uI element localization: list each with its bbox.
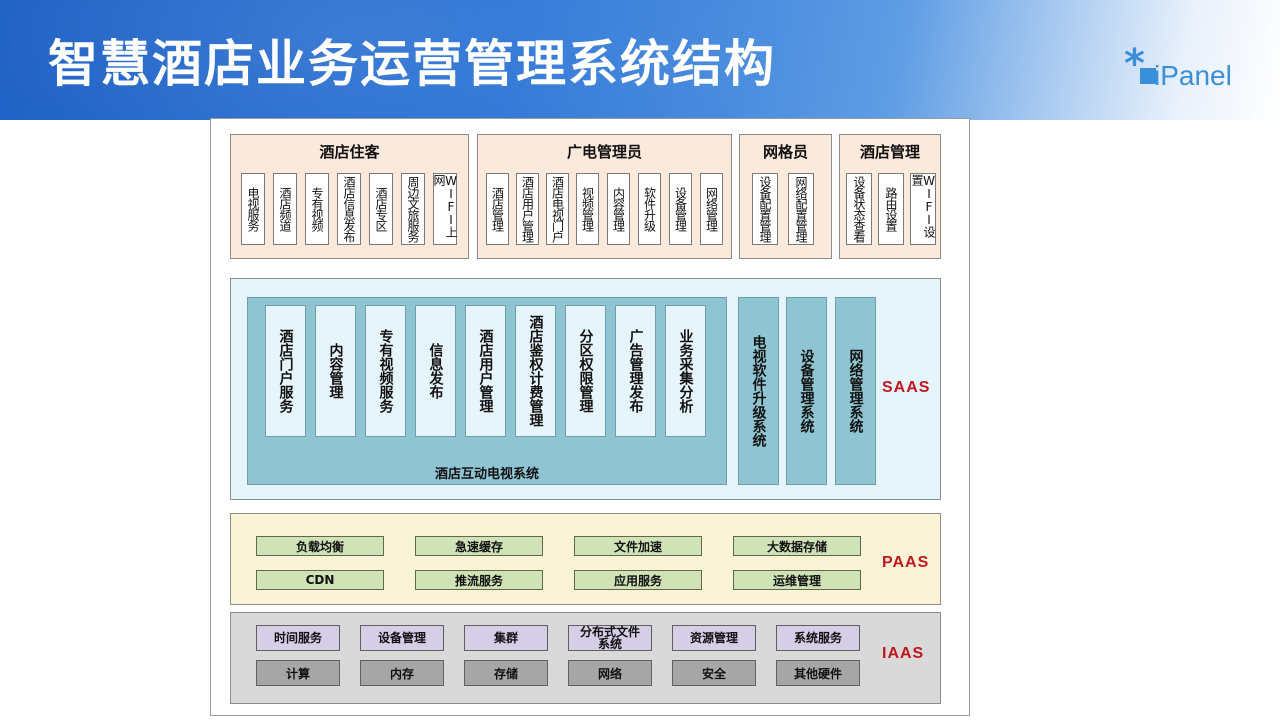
saas-label: SAAS bbox=[882, 379, 931, 396]
module-item: WIFI上网 bbox=[432, 173, 458, 245]
iaas-resource: 存储 bbox=[464, 660, 548, 686]
module-item: 软件升级 bbox=[638, 173, 661, 245]
module-item: 视频管理 bbox=[576, 173, 599, 245]
saas-side-system: 网络管理系统 bbox=[835, 297, 876, 485]
paas-service: 负载均衡 bbox=[256, 536, 384, 556]
module-item: 酒店专区 bbox=[369, 173, 393, 245]
module-item: 设备配置管理 bbox=[752, 173, 778, 245]
iaas-resource: 其他硬件 bbox=[776, 660, 860, 686]
saas-module: 信息发布 bbox=[415, 305, 456, 437]
module-item: WIFI设置 bbox=[910, 173, 936, 245]
paas-service: 大数据存储 bbox=[733, 536, 861, 556]
module-item: 路由设置 bbox=[878, 173, 904, 245]
page-title: 智慧酒店业务运营管理系统结构 bbox=[48, 35, 776, 93]
saas-module: 广告管理发布 bbox=[615, 305, 656, 437]
module-item: 网络管理 bbox=[700, 173, 723, 245]
module-item: 设备状态查看 bbox=[846, 173, 872, 245]
hotel-interactive-tv-system: 酒店门户服务 内容管理 专有视频服务 信息发布 酒店用户管理 酒店鉴权计费管理 … bbox=[247, 297, 727, 485]
saas-module: 酒店鉴权计费管理 bbox=[515, 305, 556, 437]
paas-service: 应用服务 bbox=[574, 570, 702, 590]
system-caption: 酒店互动电视系统 bbox=[434, 467, 539, 482]
module-item: 周边文旅服务 bbox=[401, 173, 425, 245]
group-hotel-guest: 酒店住客 电视服务 酒店频道 专有视频 酒店信息发布 酒店专区 周边文旅服务 W… bbox=[230, 134, 469, 259]
paas-layer: 负载均衡 急速缓存 文件加速 大数据存储 CDN 推流服务 应用服务 运维管理 … bbox=[230, 513, 941, 605]
iaas-resource: 安全 bbox=[672, 660, 756, 686]
group-hotel-management: 酒店管理 设备状态查看 路由设置 WIFI设置 bbox=[839, 134, 941, 259]
iaas-service: 时间服务 bbox=[256, 625, 340, 651]
module-item: 酒店用户管理 bbox=[516, 173, 539, 245]
logo-text: iPanel bbox=[1154, 60, 1232, 91]
logo-square-icon bbox=[1140, 68, 1156, 84]
saas-module: 酒店用户管理 bbox=[465, 305, 506, 437]
module-item: 设备管理 bbox=[669, 173, 692, 245]
module-item: 酒店电视门户 bbox=[546, 173, 569, 245]
saas-module: 酒店门户服务 bbox=[265, 305, 306, 437]
iaas-service: 系统服务 bbox=[776, 625, 860, 651]
group-grid-operator: 网格员 设备配置管理 网络配置管理 bbox=[739, 134, 832, 259]
module-item: 酒店管理 bbox=[486, 173, 509, 245]
paas-label: PAAS bbox=[882, 554, 930, 571]
header-banner: 智慧酒店业务运营管理系统结构 * iPanel bbox=[0, 0, 1280, 120]
iaas-service: 资源管理 bbox=[672, 625, 756, 651]
iaas-resource: 内存 bbox=[360, 660, 444, 686]
paas-service: 急速缓存 bbox=[415, 536, 543, 556]
group-title: 酒店管理 bbox=[859, 143, 920, 161]
module-item: 酒店频道 bbox=[273, 173, 297, 245]
paas-service: 运维管理 bbox=[733, 570, 861, 590]
paas-service: 推流服务 bbox=[415, 570, 543, 590]
module-item: 内容管理 bbox=[607, 173, 630, 245]
architecture-diagram: 酒店住客 电视服务 酒店频道 专有视频 酒店信息发布 酒店专区 周边文旅服务 W… bbox=[210, 118, 970, 716]
group-title: 广电管理员 bbox=[566, 143, 642, 161]
group-broadcast-admin: 广电管理员 酒店管理 酒店用户管理 酒店电视门户 视频管理 内容管理 软件升级 … bbox=[477, 134, 732, 259]
saas-layer: 酒店门户服务 内容管理 专有视频服务 信息发布 酒店用户管理 酒店鉴权计费管理 … bbox=[230, 278, 941, 500]
iaas-service: 设备管理 bbox=[360, 625, 444, 651]
iaas-service: 集群 bbox=[464, 625, 548, 651]
saas-module: 业务采集分析 bbox=[665, 305, 706, 437]
iaas-layer: 时间服务 设备管理 集群 分布式文件系统 资源管理 系统服务 计算 内存 存储 … bbox=[230, 612, 941, 704]
module-item: 专有视频 bbox=[305, 173, 329, 245]
module-item: 网络配置管理 bbox=[788, 173, 814, 245]
module-item: 电视服务 bbox=[241, 173, 265, 245]
iaas-resource: 网络 bbox=[568, 660, 652, 686]
saas-side-system: 设备管理系统 bbox=[786, 297, 827, 485]
ipanel-logo: * iPanel bbox=[1124, 44, 1254, 96]
saas-module: 专有视频服务 bbox=[365, 305, 406, 437]
iaas-service: 分布式文件系统 bbox=[568, 625, 652, 651]
paas-service: CDN bbox=[256, 570, 384, 590]
group-title: 网格员 bbox=[762, 143, 808, 161]
module-item: 酒店信息发布 bbox=[337, 173, 361, 245]
saas-side-system: 电视软件升级系统 bbox=[738, 297, 779, 485]
saas-module: 内容管理 bbox=[315, 305, 356, 437]
asterisk-icon: * bbox=[1124, 41, 1145, 87]
group-title: 酒店住客 bbox=[319, 143, 380, 161]
saas-module: 分区权限管理 bbox=[565, 305, 606, 437]
iaas-resource: 计算 bbox=[256, 660, 340, 686]
iaas-label: IAAS bbox=[882, 645, 925, 662]
paas-service: 文件加速 bbox=[574, 536, 702, 556]
